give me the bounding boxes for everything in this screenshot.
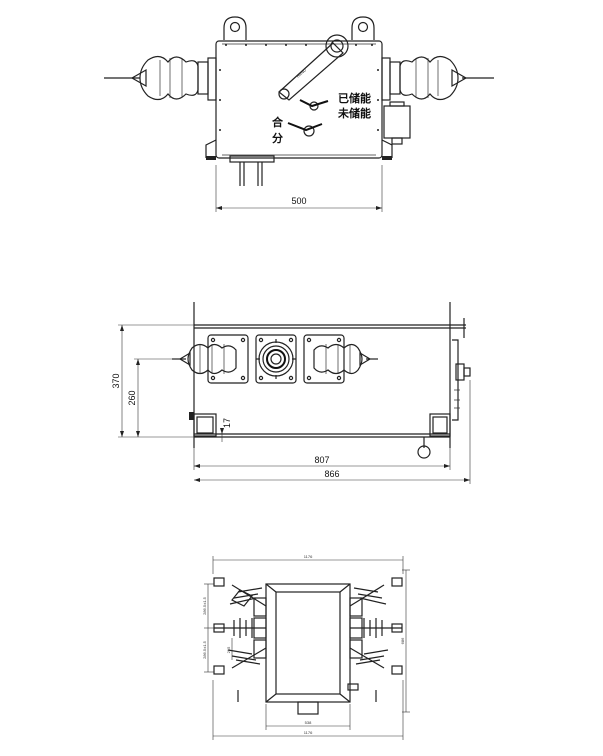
- dim-side-866: [194, 380, 471, 484]
- dim-top-left: [204, 583, 233, 673]
- top-bushing-right-mid: [349, 617, 403, 639]
- label-close: 合: [272, 115, 284, 129]
- dim-left-lower-label: 286.5±1.5: [202, 640, 207, 659]
- dim-right-label: 686: [400, 637, 405, 644]
- housing-rivets: [219, 44, 379, 131]
- label-not-stored: 未储能: [337, 106, 371, 120]
- energy-indicator-knob: [299, 99, 329, 111]
- side-bushing-right: [313, 343, 378, 375]
- mount-bracket-left: [189, 412, 217, 437]
- dim-side-370: [118, 324, 194, 438]
- label-open: 分: [272, 131, 283, 145]
- dim-top-1176: [212, 556, 404, 574]
- dim-370-label: 370: [111, 373, 121, 388]
- dim-side-807: [193, 448, 451, 470]
- label-stored: 已储能: [338, 91, 371, 105]
- dim-500-label: 500: [291, 196, 306, 206]
- current-transformer-box: [383, 101, 411, 145]
- flange-plate-right: [303, 334, 345, 384]
- lifting-lug-right: [351, 16, 375, 40]
- top-housing: [265, 583, 351, 703]
- dim-left-upper-label: 286.5±1.5: [202, 596, 207, 615]
- top-bushing-left-lower: [213, 639, 267, 675]
- top-bushing-right-upper: [349, 577, 403, 617]
- dim-side-17: [220, 428, 224, 442]
- dim-side-260: [134, 358, 172, 437]
- dim-17-label: 17: [222, 418, 232, 428]
- top-bushing-left-upper: [213, 577, 267, 617]
- bushing-left: [104, 55, 217, 101]
- top-bushing-right-lower: [349, 639, 403, 675]
- top-bushing-left-mid: [213, 617, 267, 639]
- dim-top-bottom: [212, 680, 404, 740]
- dim-top-right: [402, 569, 410, 713]
- svg-text:HAND: HAND: [295, 67, 307, 78]
- dim-bottom-inner-label: 538: [305, 720, 312, 725]
- side-bushing-left: [172, 343, 237, 375]
- side-view: 370 260 17 807 866: [111, 302, 471, 484]
- bushing-right: [381, 55, 494, 101]
- top-view: 1176: [202, 554, 410, 740]
- dim-left-mid-label: 215: [226, 646, 231, 653]
- dim-front-width: [215, 165, 383, 212]
- lifting-lug-left: [223, 16, 247, 40]
- close-open-knob: [287, 122, 323, 137]
- dim-866-label: 866: [324, 469, 339, 479]
- flange-plate-left: [207, 334, 249, 384]
- side-center-ring: [256, 339, 296, 379]
- mount-bracket-right: [417, 413, 451, 459]
- dim-807-label: 807: [314, 455, 329, 465]
- front-view: HAND 已储能 未储能 合 分: [104, 16, 494, 212]
- dim-top-label: 1176: [304, 554, 313, 559]
- dim-260-label: 260: [127, 390, 137, 405]
- dim-bottom-total-label: 1176: [304, 730, 313, 735]
- operating-lever: HAND: [278, 34, 349, 101]
